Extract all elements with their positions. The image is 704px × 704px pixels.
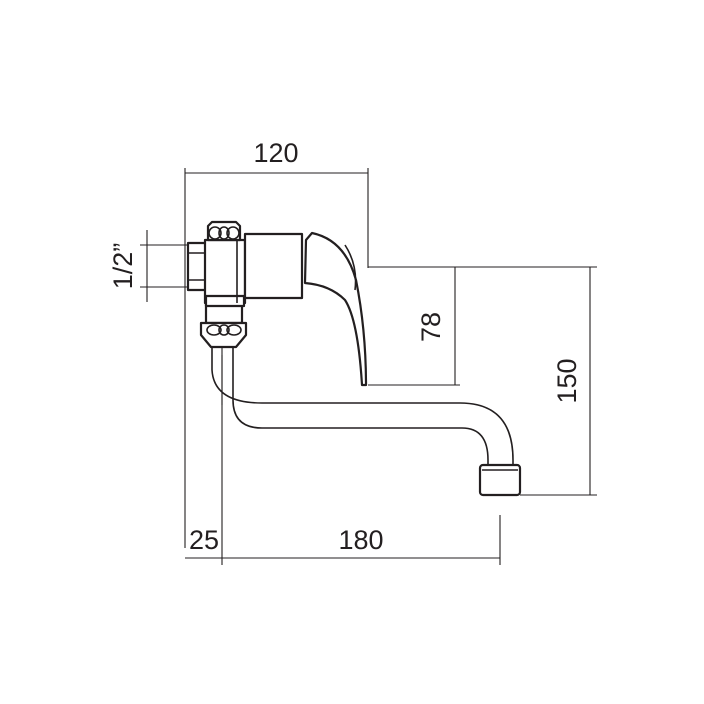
- dimension-78-label: 78: [416, 312, 446, 342]
- lever-handle: [303, 231, 368, 387]
- dimension-120-label: 120: [253, 138, 298, 168]
- dimension-150-label: 150: [552, 358, 582, 403]
- dimension-180-label: 180: [338, 525, 383, 555]
- dimension-thread-label: 1/2”: [108, 243, 138, 290]
- wall-connector: [186, 241, 208, 292]
- lower-nut: [199, 301, 248, 349]
- valve-body: [203, 220, 304, 308]
- dimension-25-label: 25: [189, 525, 219, 555]
- spout-nozzle: [478, 463, 522, 497]
- spout-pipe: [211, 345, 522, 497]
